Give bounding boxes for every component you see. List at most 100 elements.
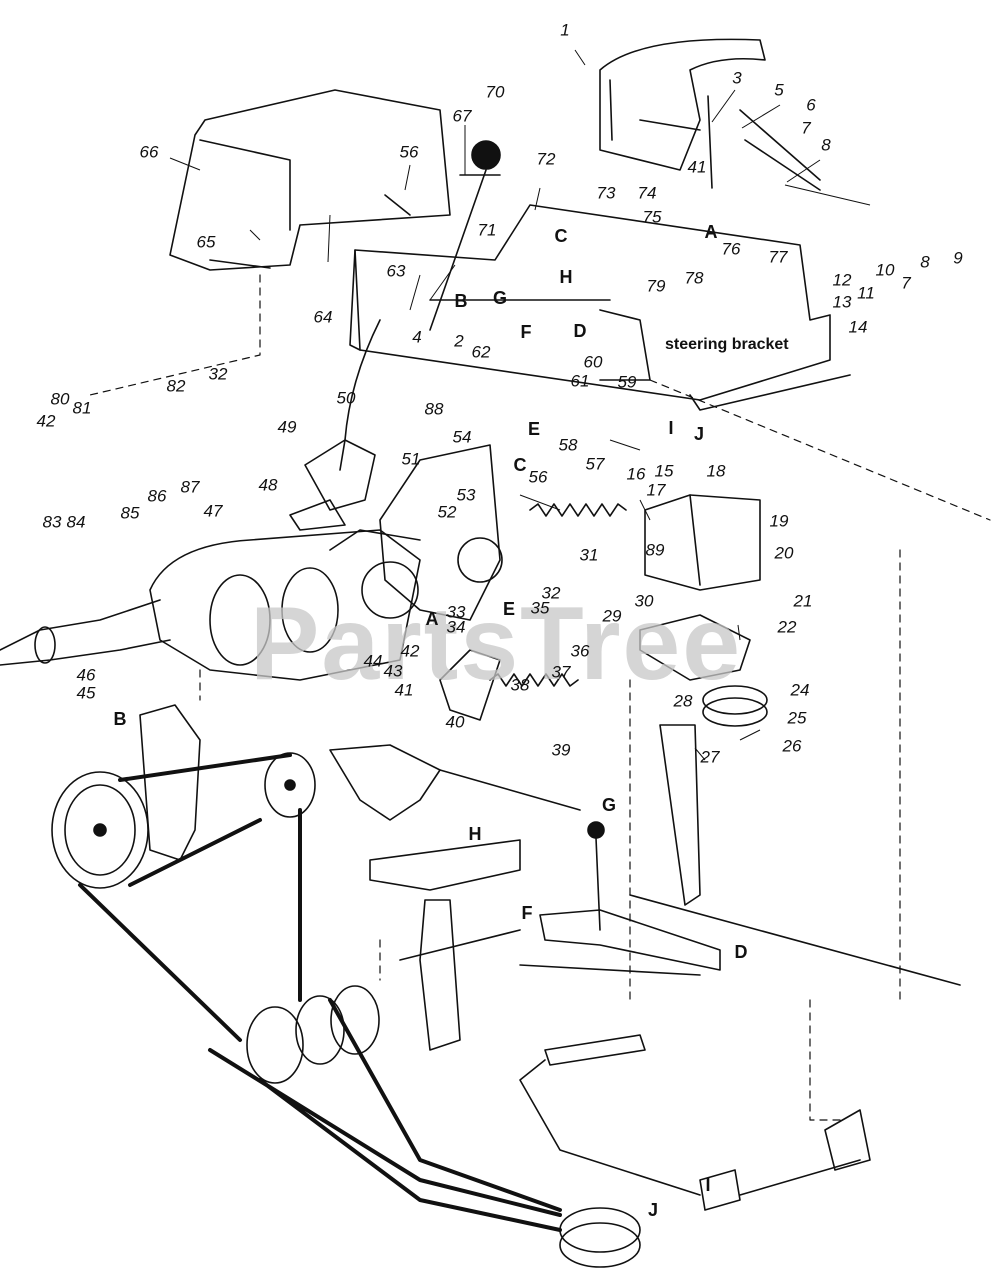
callout-number: 28 [673,691,693,711]
callout-number: 89 [645,540,665,560]
callout-number: 6 [806,95,816,115]
callout-number: 32 [208,364,228,384]
callout-number: 84 [66,512,86,532]
steering-bracket-panel [354,204,831,401]
callout-number: 86 [147,486,167,506]
callout-number: 29 [602,606,622,626]
callout-number: 88 [424,399,444,419]
callout-number: 8 [821,135,831,155]
callout-number: 64 [313,307,333,327]
callout-number: 74 [637,183,657,203]
callout-number: 62 [471,342,491,362]
callout-number: 57 [585,454,605,474]
drive-pulley-large [51,771,149,889]
reference-letter: B [113,709,127,729]
callout-number: 30 [634,591,654,611]
callout-number: 65 [196,232,216,252]
lever-knob-G [587,821,605,839]
callout-number: 33 [446,602,466,622]
callout-number: 18 [706,461,726,481]
callout-number: 59 [617,372,637,392]
reference-letter: J [647,1200,659,1220]
reference-letter: D [573,321,587,341]
callout-number: 20 [774,543,794,563]
reference-letter: I [705,1175,711,1195]
callout-number: 10 [875,260,895,280]
callout-number: 42 [400,641,420,661]
callout-number: 44 [363,651,383,671]
callout-number: 51 [401,449,421,469]
callout-number: 52 [437,502,457,522]
lift-bracket-I [699,1169,741,1211]
callout-number: 61 [570,371,590,391]
idler-arm-21 [639,614,751,681]
callout-number: 27 [700,747,720,767]
callout-number: 56 [528,467,548,487]
callout-number: 45 [76,683,96,703]
callout-number: 81 [72,398,92,418]
callout-number: 37 [551,662,571,682]
callout-number: 26 [782,736,802,756]
callout-number: 76 [721,239,741,259]
v-belt-upper [118,753,292,887]
callout-number: 41 [687,157,707,177]
brake-bracket-B [139,704,201,861]
callout-number: 85 [120,503,140,523]
transaxle-47 [149,529,421,681]
reference-letter: E [527,419,541,439]
deck-pulley-J [559,1207,641,1253]
callout-number: 87 [180,477,200,497]
reference-letter: F [521,903,533,923]
reference-letter: B [454,291,468,311]
callout-number: 48 [258,475,278,495]
callout-number: 21 [793,591,813,611]
callout-number: 8 [920,252,930,272]
callout-number: 71 [477,220,497,240]
callout-number: 60 [583,352,603,372]
callout-number: 15 [654,461,674,481]
callout-number: 3 [732,68,742,88]
callout-number: 72 [536,149,556,169]
callout-number: 73 [596,183,616,203]
callout-number: 49 [277,417,297,437]
lift-handle-grip [544,1034,646,1066]
reference-letter: H [468,824,482,844]
callout-number: 25 [787,708,807,728]
pivot-plate [824,1109,871,1171]
callout-number: 54 [452,427,472,447]
mounting-plate-51 [379,444,501,621]
callout-number: 9 [953,248,963,268]
callout-number: 66 [139,142,159,162]
v-belt-long [78,808,302,1042]
callout-number: 12 [832,270,852,290]
reference-letter: G [492,288,508,308]
callout-number: 77 [768,247,788,267]
callout-number: 17 [646,480,666,500]
callout-number: 19 [769,511,789,531]
center-pulley-stack [246,1006,304,1084]
callout-number: 47 [203,501,223,521]
callout-number: 2 [454,331,464,351]
reference-letter: J [693,424,705,444]
callout-number: 13 [832,292,852,312]
callout-number: 7 [801,118,811,138]
callout-number: 83 [42,512,62,532]
steering-bracket-label: steering bracket [665,336,789,353]
callout-number: 78 [684,268,704,288]
callout-number: 16 [626,464,646,484]
callout-number: 56 [399,142,419,162]
reference-letter: A [425,609,439,629]
callout-number: 22 [777,617,797,637]
callout-number: 35 [530,598,550,618]
callout-number: 34 [446,617,466,637]
callout-number: 58 [558,435,578,455]
callout-number: 80 [50,389,70,409]
callout-number: 24 [790,680,810,700]
watermark-text: PartsTree [250,586,743,702]
callout-number: 63 [386,261,406,281]
bracket-H [369,839,521,891]
shift-boot-48 [304,439,376,511]
reference-letter: C [554,226,568,246]
